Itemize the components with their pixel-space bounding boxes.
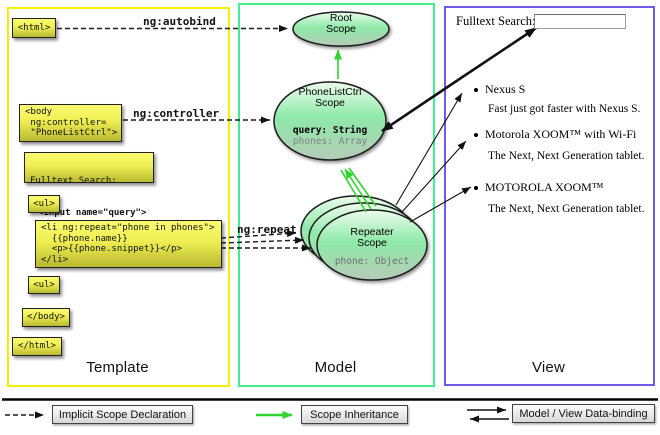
fulltext-search-tag-box: Fulltext Search: <input name="query"> — [24, 152, 154, 218]
ng-controller-label: ng:controller — [133, 107, 220, 120]
repeater-line1: Repeater — [350, 226, 394, 238]
legend-implicit-scope: Implicit Scope Declaration — [52, 405, 193, 424]
fulltext-label-line: Fulltext Search: — [30, 176, 117, 186]
model-column-title: Model — [314, 359, 357, 376]
bullet-icon — [474, 185, 478, 190]
body-close-tag-box: </body> — [22, 308, 70, 327]
view-column-title: View — [531, 359, 566, 376]
view-snippet-xoom: The Next, Next Generation tablet. — [488, 203, 645, 215]
fulltext-search-label: Fulltext Search: — [456, 14, 536, 28]
template-column-title: Template — [86, 359, 149, 376]
view-column — [444, 6, 655, 386]
repeater-scope-label: Repeater Scope phone: Object — [315, 226, 429, 268]
phonelistctrl-scope-label: PhoneListCtrl Scope query: String phones… — [274, 86, 386, 148]
root-scope-line2: Scope — [326, 23, 356, 35]
query-property: query: String — [292, 125, 368, 136]
item-name: Motorola XOOM™ with Wi-Fi — [485, 127, 637, 141]
bullet-icon — [474, 87, 478, 92]
item-name: Nexus S — [485, 82, 526, 96]
li-repeat-tag-box: <li ng:repeat="phone in phones"> {{phone… — [35, 220, 222, 268]
model-column — [238, 3, 435, 387]
phonelistctrl-line1: PhoneListCtrl — [298, 86, 362, 98]
legend-data-binding: Model / View Data-binding — [512, 404, 655, 423]
html-close-tag-box: </html> — [12, 337, 62, 356]
phone-property: phone: Object — [334, 256, 410, 267]
view-item-xoom-wifi: Motorola XOOM™ with Wi-Fi — [474, 127, 636, 142]
root-scope-label: Root Scope — [293, 13, 389, 35]
repeater-line2: Scope — [357, 237, 387, 249]
fulltext-search-input[interactable] — [534, 14, 626, 29]
ul-open-tag-box: <ul> — [28, 195, 60, 213]
ng-autobind-label: ng:autobind — [143, 15, 216, 28]
phones-property: phones: Array — [292, 136, 368, 147]
ul-close-tag-box: <ul> — [28, 276, 60, 294]
template-column — [7, 7, 230, 387]
view-snippet-xoom-wifi: The Next, Next Generation tablet. — [488, 150, 645, 162]
view-snippet-nexus: Fast just got faster with Nexus S. — [488, 103, 641, 115]
item-name: MOTOROLA XOOM™ — [485, 180, 604, 194]
root-scope-line1: Root — [329, 12, 353, 24]
legend-scope-inheritance: Scope Inheritance — [301, 405, 408, 424]
html-open-tag-box: <html> — [12, 18, 56, 38]
bullet-icon — [474, 132, 478, 137]
view-item-xoom: MOTOROLA XOOM™ — [474, 180, 604, 195]
view-item-nexus: Nexus S — [474, 82, 525, 97]
phonelistctrl-line2: Scope — [315, 97, 345, 109]
body-open-tag-box: <body ng:controller= "PhoneListCtrl"> — [19, 104, 122, 142]
ng-repeat-label: ng:repeat — [237, 223, 297, 236]
